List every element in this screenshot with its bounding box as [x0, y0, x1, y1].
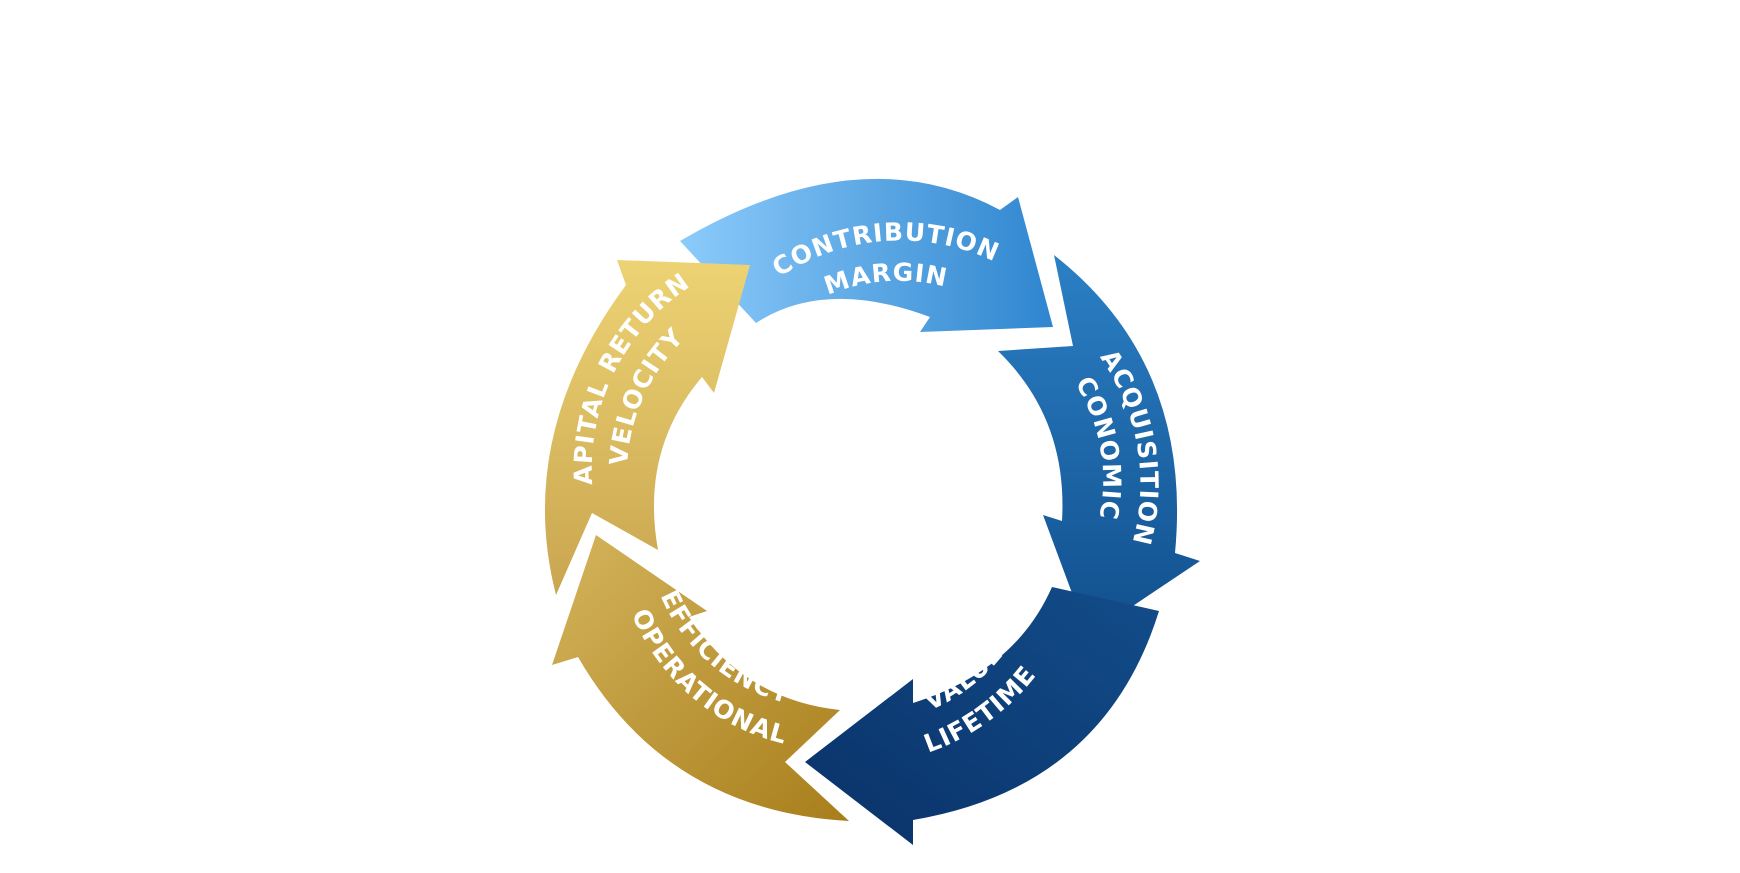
arrow-capital-return-velocity: [544, 260, 750, 595]
arrow-lifetime-value: [805, 587, 1159, 845]
segment-lifetime-value: LIFETIME VALUE: [805, 587, 1159, 845]
segment-capital-return-velocity: CAPITAL RETURN VELOCITY: [0, 0, 750, 595]
arrow-operational-efficiency: [552, 535, 849, 821]
label-capital-return-velocity-line1: CAPITAL RETURN: [0, 0, 695, 485]
arrow-acquisition-economics: [998, 255, 1200, 636]
arrow-contribution-margin: [680, 178, 1053, 332]
segment-contribution-margin: CONTRIBUTION MARGIN: [680, 178, 1053, 332]
segment-operational-efficiency: OPERATIONAL EFFICIENCY: [552, 535, 849, 821]
